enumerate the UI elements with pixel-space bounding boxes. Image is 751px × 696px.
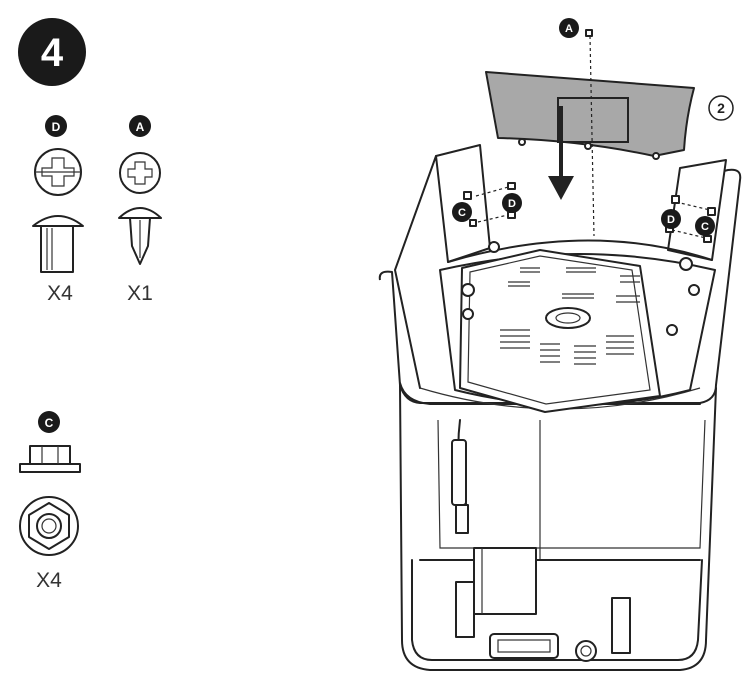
callout-screw-a-label: A bbox=[565, 23, 573, 35]
appliance-illustration bbox=[378, 29, 742, 671]
callout-nut-c-right: C bbox=[695, 216, 715, 236]
part-d-quantity: X4 bbox=[47, 282, 73, 305]
callout-screw-d-left: D bbox=[502, 193, 522, 213]
truss-screw-side-icon bbox=[32, 215, 84, 273]
part-a-label: A bbox=[136, 120, 145, 134]
part-c-label: C bbox=[45, 416, 54, 430]
cover-panel bbox=[485, 71, 695, 160]
step-badge: 4 bbox=[18, 18, 86, 86]
callout-nut-c-left-label: C bbox=[458, 207, 466, 219]
callout-part-number-label: 2 bbox=[717, 100, 725, 116]
phillips-pan-screw-icon bbox=[119, 152, 161, 194]
part-d-label: D bbox=[52, 120, 61, 134]
callout-nut-c-left: C bbox=[452, 202, 472, 222]
hex-nut-icon bbox=[19, 496, 79, 556]
part-c: C X4 bbox=[19, 411, 81, 592]
part-a: A X1 bbox=[118, 115, 162, 305]
callout-nut-c-right-label: C bbox=[701, 221, 709, 233]
phillips-truss-screw-icon bbox=[34, 148, 82, 196]
callout-screw-d-right: D bbox=[661, 209, 681, 229]
vent-panel bbox=[459, 249, 661, 413]
rivet-pin-side-icon bbox=[118, 207, 162, 265]
part-d: D X4 bbox=[32, 115, 84, 305]
part-c-quantity: X4 bbox=[36, 569, 62, 592]
step-number: 4 bbox=[41, 31, 64, 75]
down-arrow-icon bbox=[548, 106, 574, 200]
callout-screw-a: A bbox=[559, 18, 579, 38]
part-a-quantity: X1 bbox=[127, 282, 153, 305]
guide-lines bbox=[475, 35, 711, 239]
callout-part-number: 2 bbox=[708, 95, 734, 121]
hex-nut-side-icon bbox=[19, 445, 81, 473]
callout-screw-d-right-label: D bbox=[667, 214, 675, 226]
appliance-body bbox=[399, 384, 717, 671]
callout-screw-d-left-label: D bbox=[508, 198, 516, 210]
